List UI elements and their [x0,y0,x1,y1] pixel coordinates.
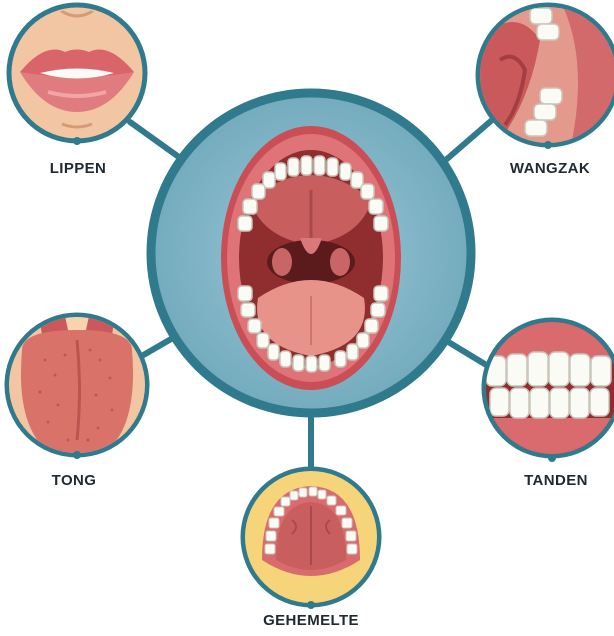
label-lippen: LIPPEN [50,160,107,177]
connector-tanden [450,343,488,366]
teeth-icon [480,320,614,462]
connector-wangzak [440,120,492,165]
open-mouth-icon [151,93,471,413]
tongue-icon [0,310,160,470]
label-wangzak: WANGZAK [510,160,590,177]
label-gehemelte: GEHEMELTE [263,612,359,629]
label-tanden: TANDEN [524,472,588,489]
lips-icon [0,0,160,160]
label-tong: TONG [52,472,97,489]
palate-icon [240,468,390,609]
cheek-pouch-icon [470,0,614,160]
